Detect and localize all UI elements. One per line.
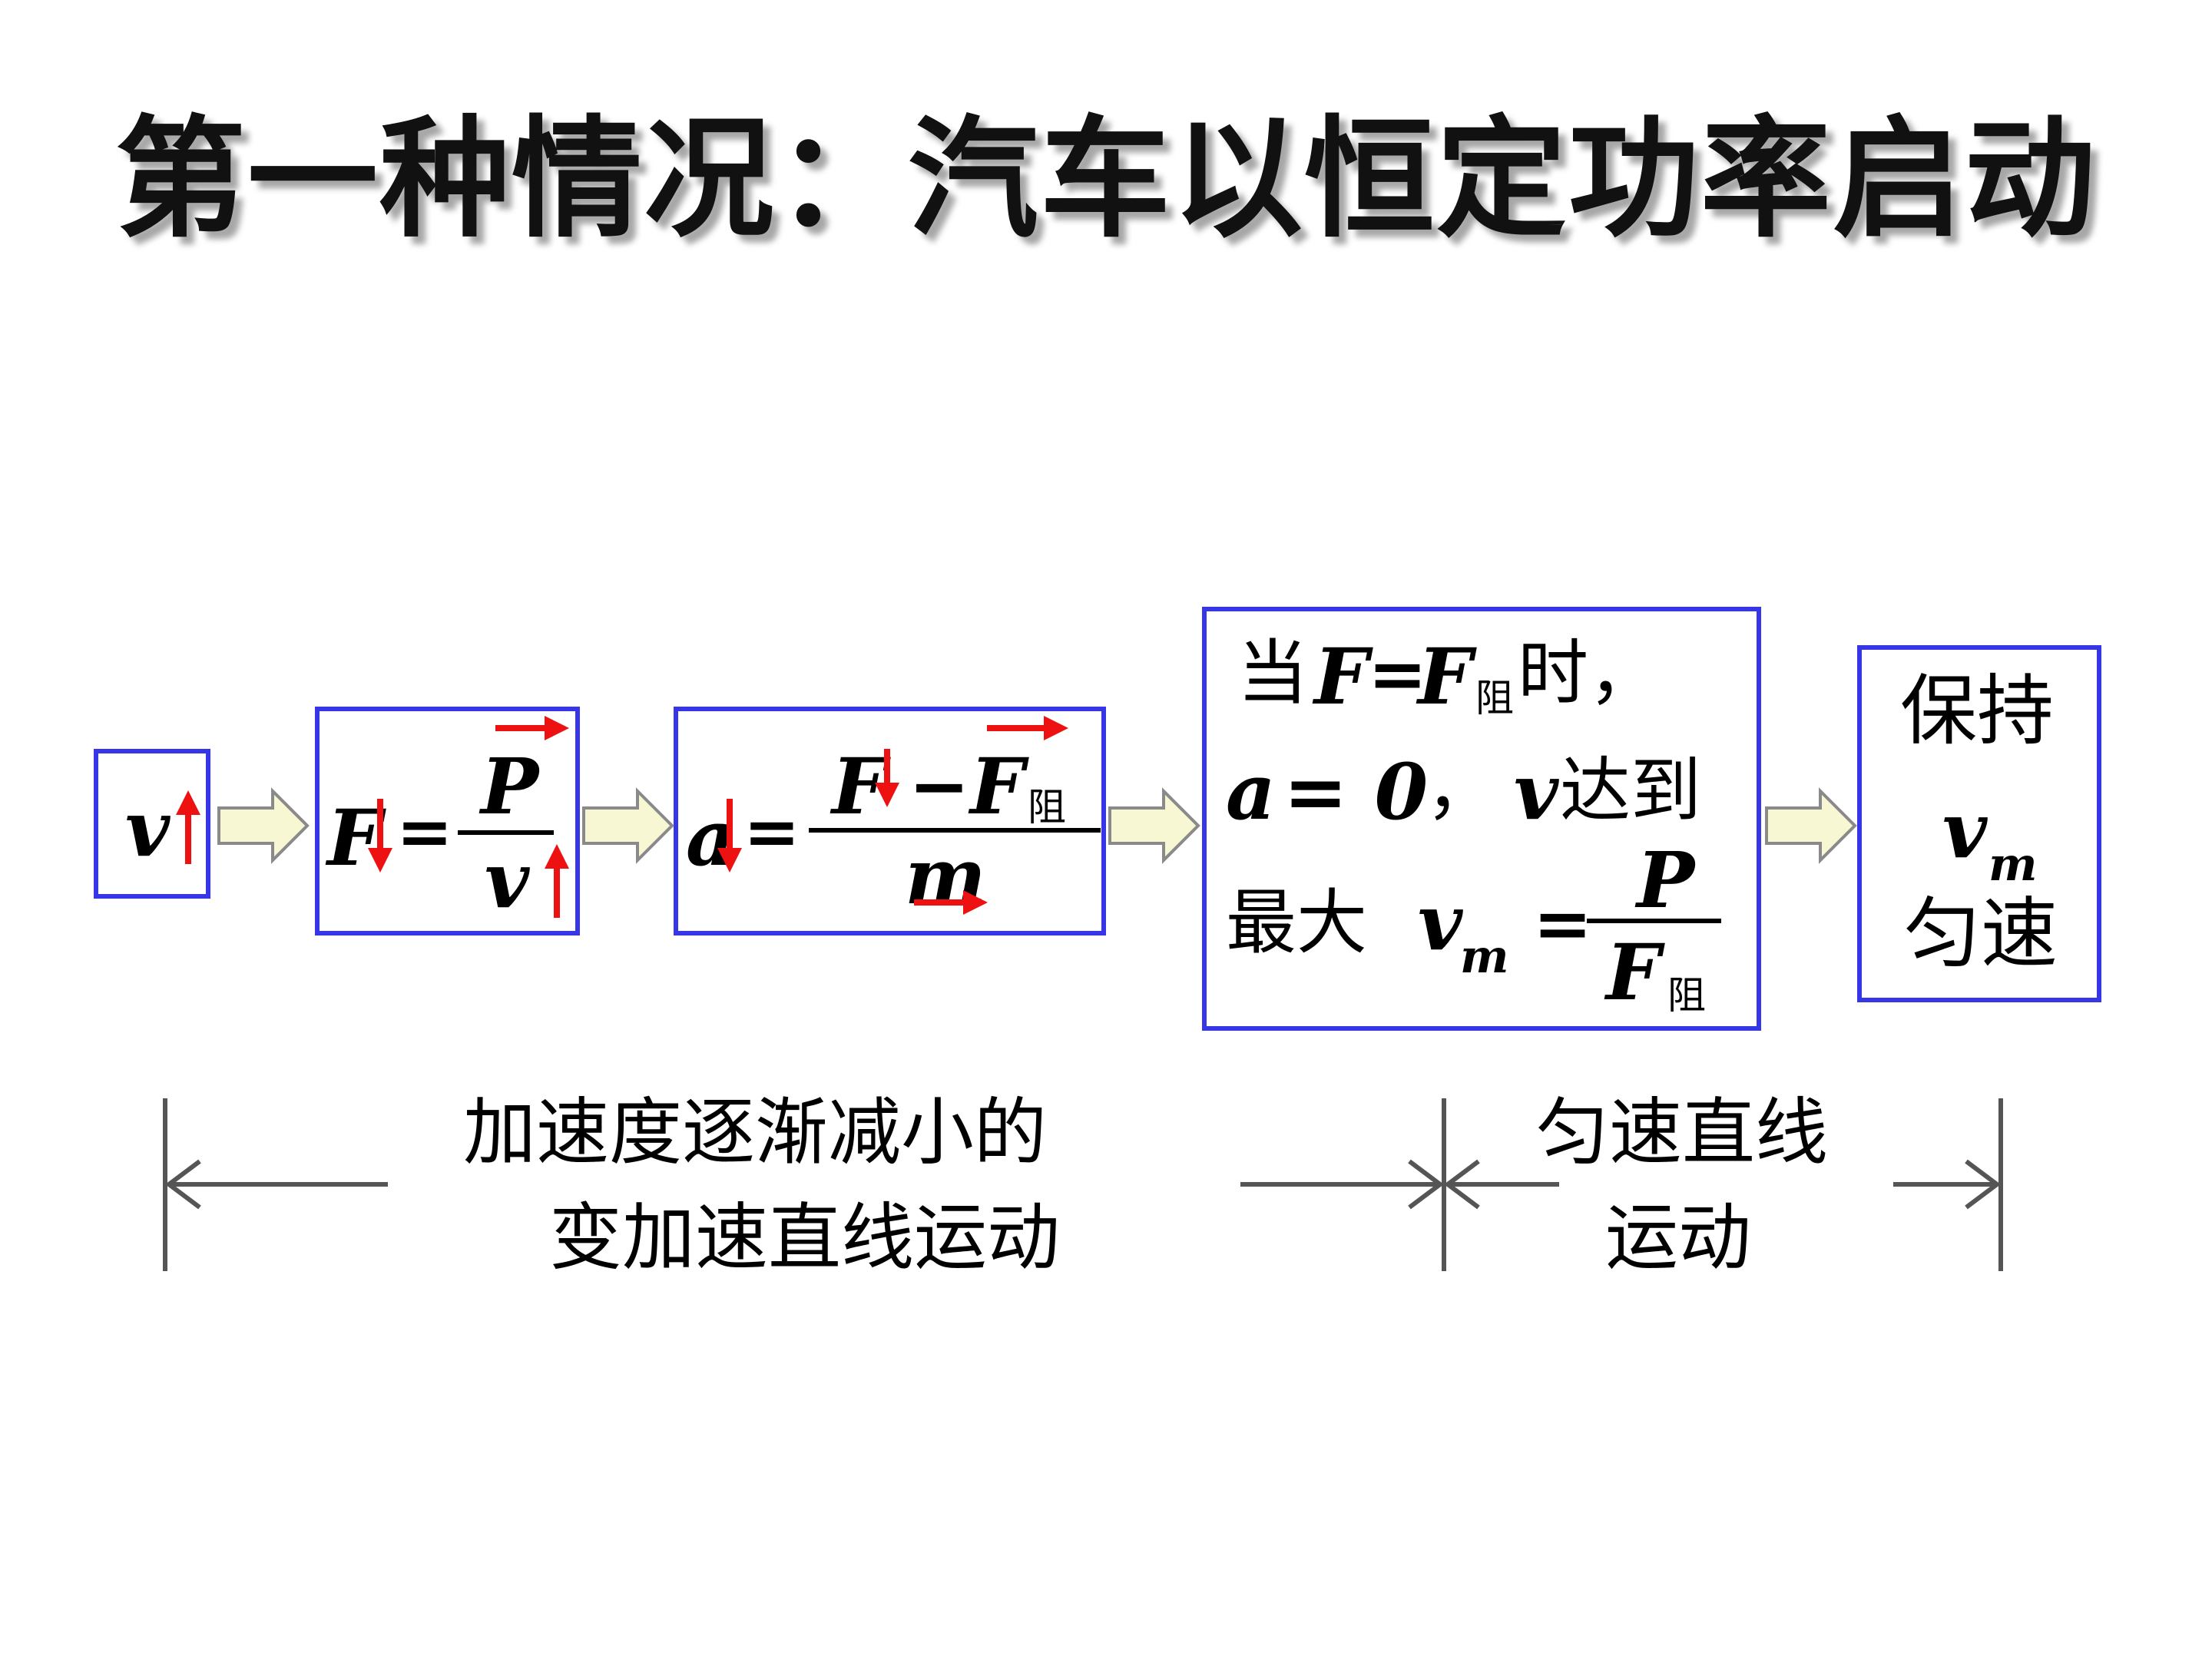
flow-arrow-4 xyxy=(1765,787,1857,864)
minus-sign: − xyxy=(909,743,970,829)
time-text: 时， xyxy=(1518,632,1660,714)
variable-acceleration-label-line1: 加速度逐渐减小的 xyxy=(463,1091,1048,1175)
max-velocity-symbol: v xyxy=(1418,877,1463,968)
equals-sign: = xyxy=(1533,882,1593,965)
uniform-text: 匀速 xyxy=(1904,889,2058,979)
span-markers xyxy=(163,1098,2003,1271)
box-equilibrium-condition: 当 F = F 阻 时， a = 0 ， v 达到 最大 v m = P F 阻 xyxy=(1202,607,1761,1031)
flow-arrow-3 xyxy=(1108,787,1200,864)
velocity-symbol: v xyxy=(1514,747,1559,837)
velocity-symbol: v xyxy=(125,783,171,874)
max-velocity-subscript: m xyxy=(1460,930,1509,984)
when-text: 当 xyxy=(1237,632,1309,714)
equals-sign: = xyxy=(396,791,453,871)
resistance-subscript: 阻 xyxy=(1028,785,1066,830)
fraction-bar xyxy=(809,828,1101,833)
resistance-force-symbol: F xyxy=(1418,631,1472,722)
power-numerator: P xyxy=(1637,835,1695,926)
power-numerator: P xyxy=(481,741,539,832)
reach-text: 达到 xyxy=(1560,750,1702,832)
fraction-bar xyxy=(1587,919,1721,923)
fraction-bar xyxy=(458,830,554,835)
keep-text: 保持 xyxy=(1900,666,2054,756)
comma: ， xyxy=(1426,747,1497,830)
uniform-motion-label-line2: 运动 xyxy=(1605,1196,1752,1280)
box-keep-uniform: 保持 v m 匀速 xyxy=(1857,645,2101,1002)
maximum-text: 最大 xyxy=(1226,882,1368,964)
resistance-denominator: F xyxy=(1606,927,1661,1018)
resistance-subscript: 阻 xyxy=(1475,676,1514,720)
variable-acceleration-label-line2: 变加速直线运动 xyxy=(549,1196,1061,1280)
acceleration-symbol: a xyxy=(1226,747,1276,837)
uniform-motion-label-line1: 匀速直线 xyxy=(1536,1091,1829,1175)
box-force-formula: F = P v xyxy=(315,707,580,935)
equals-sign: = xyxy=(743,791,800,871)
page-title: 第一种情况：汽车以恒定功率启动 xyxy=(114,104,2097,256)
resistance-subscript: 阻 xyxy=(1667,973,1706,1018)
max-velocity-symbol: v xyxy=(1942,785,1988,876)
force-symbol: F xyxy=(1314,631,1369,722)
resistance-force-symbol: F xyxy=(970,741,1025,832)
box-acceleration-formula: a = F − F 阻 m xyxy=(674,707,1106,935)
zero-acceleration: = 0 xyxy=(1283,747,1429,837)
equals-sign: = xyxy=(1368,632,1428,715)
max-velocity-subscript: m xyxy=(1988,838,2038,892)
velocity-denominator: v xyxy=(485,835,530,926)
flow-arrow-1 xyxy=(217,787,310,864)
flow-arrow-2 xyxy=(582,787,674,864)
